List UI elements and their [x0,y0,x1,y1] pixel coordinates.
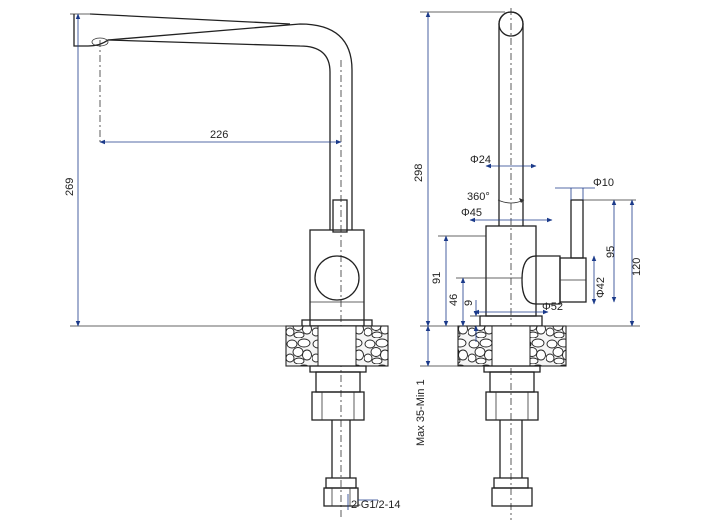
front-handle [570,199,584,259]
dim-height-label: 269 [64,178,76,196]
dim-height-95-label: 95 [605,246,617,258]
dim-height-46-label: 46 [448,294,460,306]
dim-base-dia-label: Φ52 [542,301,563,313]
side-handle [332,199,348,233]
dim-total-height-label: 298 [413,164,425,182]
dim-rotation-label: 360° [467,191,490,203]
dim-reach-label: 226 [210,129,228,141]
dim-height-120-label: 120 [631,258,643,276]
dim-connection-label: 2-G1/2-14 [351,499,401,511]
front-lever-hub [521,255,561,305]
dim-counter-thickness-label: Max 35-Min 1 [415,379,427,446]
side-nut [311,391,365,421]
front-nut [485,391,539,421]
side-body [309,229,365,327]
side-spout [73,14,353,230]
dim-spout-dia-label: Φ24 [470,154,491,166]
front-hose-connector [491,487,533,507]
dim-handle-dia-label: Φ10 [593,177,614,189]
front-view: 298 Φ24 360° Φ45 Φ10 Φ42 95 120 91 46 [413,8,643,520]
dim-lever-hub-dia-label: Φ42 [595,277,607,298]
side-hose-connector [323,487,359,507]
side-view: 226 269 2-G1/2-14 [64,13,401,520]
side-lever-hub [314,255,360,301]
dim-height-91-label: 91 [431,272,443,284]
dim-height-9-label: 9 [463,300,475,306]
dim-body-dia-label: Φ45 [461,207,482,219]
